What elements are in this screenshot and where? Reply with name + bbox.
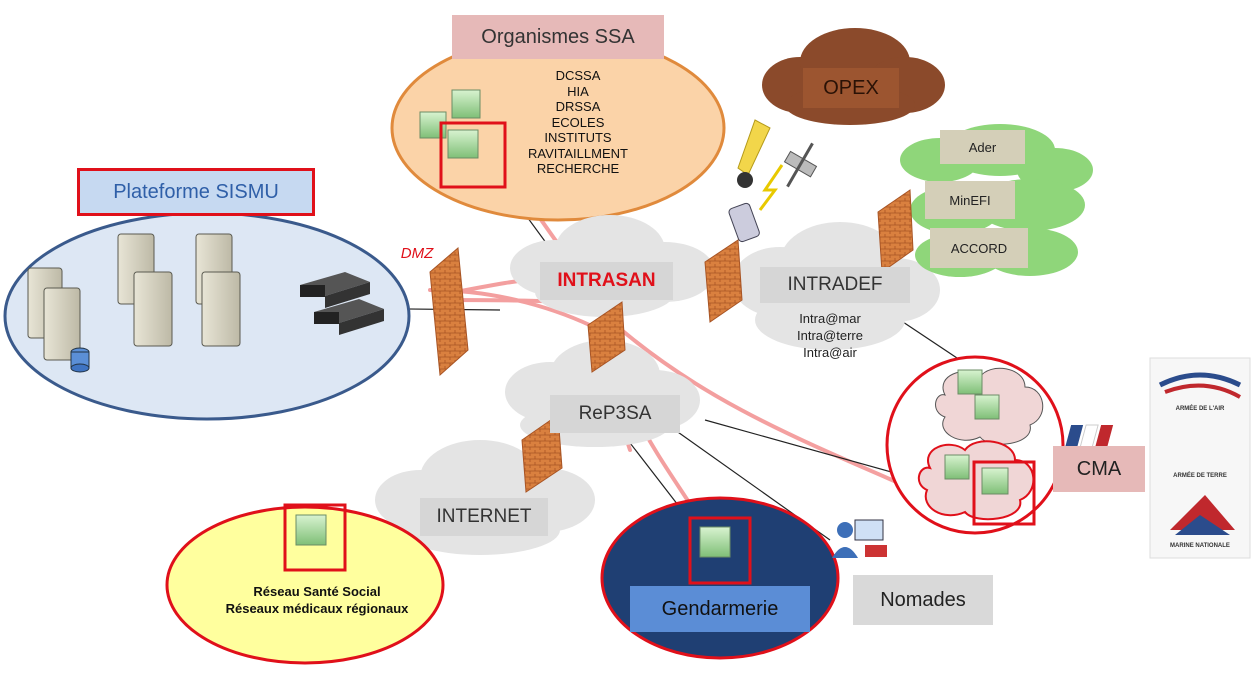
intradef-item: Intra@mar xyxy=(799,311,861,326)
reseau-zone xyxy=(165,505,445,665)
partner-accord: ACCORD xyxy=(930,228,1028,268)
server-icon xyxy=(27,267,90,373)
logo-air-text: ARMÉE DE L'AIR xyxy=(1175,406,1225,412)
opex-label: OPEX xyxy=(803,68,899,108)
organisme-item: ECOLES xyxy=(551,114,605,130)
rep3sa-label: ReP3SA xyxy=(550,395,680,433)
reseau-line: Réseau Santé Social xyxy=(253,584,381,599)
organisme-item: RECHERCHE xyxy=(536,161,620,176)
pc-icon xyxy=(283,503,347,572)
logo-terre-text: ARMÉE DE TERRE xyxy=(1173,473,1227,479)
reseau-text: Réseau Santé Social Réseaux médicaux rég… xyxy=(202,583,432,617)
dmz-label: DMZ xyxy=(400,244,434,262)
nomades-label: Nomades xyxy=(853,575,993,625)
reseau-line: Réseaux médicaux régionaux xyxy=(225,601,409,616)
organismes-list: DCSSA HIA DRSSA ECOLES INSTITUTS RAVITAI… xyxy=(498,68,658,177)
organisme-item: INSTITUTS xyxy=(544,130,612,145)
organisme-item: DRSSA xyxy=(555,99,601,114)
organisme-item: RAVITAILLMENT xyxy=(528,145,628,161)
cma-label: CMA xyxy=(1053,446,1145,492)
organisme-item: DCSSA xyxy=(555,68,601,83)
server-icon xyxy=(117,233,173,347)
sismu-title: Plateforme SISMU xyxy=(77,168,315,216)
gendarmerie-zone xyxy=(600,496,840,660)
intradef-item: Intra@terre xyxy=(797,328,863,343)
gendarmerie-label: Gendarmerie xyxy=(630,586,810,632)
satellite-phone-icon xyxy=(728,119,818,243)
firewall-rep3sa xyxy=(587,301,626,373)
nomad-user-icon xyxy=(832,519,887,558)
firewall-dmz xyxy=(429,246,469,377)
organisme-item: HIA xyxy=(567,83,589,99)
firewall-internet xyxy=(521,414,563,493)
pc-icon xyxy=(688,516,752,585)
intradef-label: INTRADEF xyxy=(760,267,910,303)
intradef-item: Intra@air xyxy=(803,345,857,360)
partner-ader: Ader xyxy=(940,130,1025,164)
pc-icon xyxy=(419,89,507,189)
intradef-list: Intra@mar Intra@terre Intra@air xyxy=(760,310,900,361)
logo-marine-text: MARINE NATIONALE xyxy=(1170,543,1230,549)
organismes-title: Organismes SSA xyxy=(452,15,664,59)
partner-minefi: MinEFI xyxy=(925,181,1015,219)
server-icon xyxy=(195,233,241,347)
firewall-partners xyxy=(877,189,914,273)
switch-icon xyxy=(300,272,384,335)
internet-label: INTERNET xyxy=(420,498,548,536)
intrasan-label: INTRASAN xyxy=(540,262,673,300)
logos-panel xyxy=(1063,357,1251,559)
pc-icon xyxy=(944,369,1036,526)
firewall-intradef xyxy=(704,239,743,323)
